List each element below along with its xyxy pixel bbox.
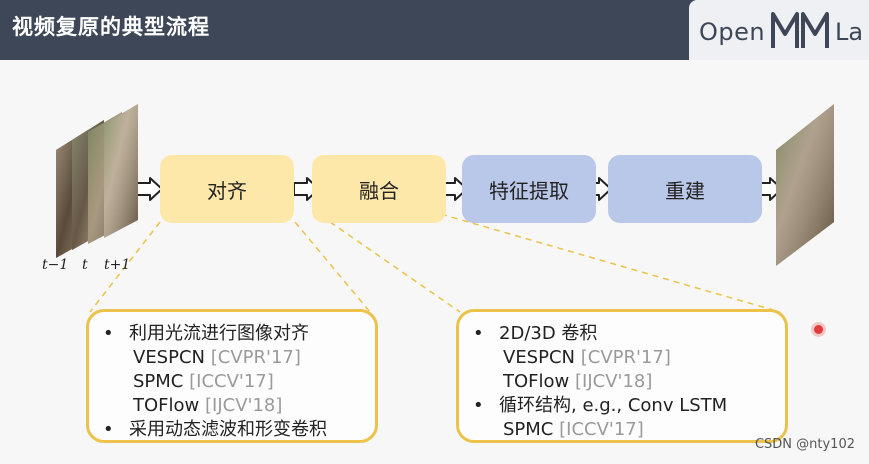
openmmlab-logo: Open La: [689, 0, 869, 60]
ref-citation: [IJCV'18]: [575, 371, 653, 392]
fuse-note-item2: • 循环结构, e.g., Conv LSTM: [473, 394, 771, 418]
reconstruct-stage-box: 重建: [608, 155, 762, 223]
align-note-item2-text: 采用动态滤波和形变卷积: [129, 419, 327, 440]
bullet-icon: •: [103, 419, 114, 440]
logo-text-lab: La: [835, 18, 864, 46]
fuse-methods-note: • 2D/3D 卷积 VESPCN [CVPR'17] TOFlow [IJCV'…: [456, 309, 788, 443]
bullet-icon: •: [473, 323, 484, 344]
fuse-note-ref1: VESPCN [CVPR'17]: [473, 346, 771, 370]
align-note-item1: • 利用光流进行图像对齐: [103, 322, 361, 346]
align-note-connector-right: [294, 221, 371, 313]
ref-citation: [CVPR'17]: [210, 347, 301, 368]
slide-header: 视频复原的典型流程 Open La: [0, 0, 869, 60]
input-frames: [56, 104, 138, 258]
align-note-ref2: SPMC [ICCV'17]: [103, 370, 361, 394]
fuse-note-item1: • 2D/3D 卷积: [473, 322, 771, 346]
fuse-note-item1-text: 2D/3D 卷积: [499, 323, 598, 344]
fuse-note-ref3: SPMC [ICCV'17]: [473, 418, 771, 442]
time-label-next: t+1: [104, 257, 131, 273]
fuse-note-connector-left: [329, 221, 461, 313]
ref-name: SPMC: [133, 371, 184, 392]
fuse-stage-box: 融合: [312, 155, 446, 223]
align-note-connector-left: [89, 221, 161, 313]
align-methods-note: • 利用光流进行图像对齐 VESPCN [CVPR'17] SPMC [ICCV'…: [86, 309, 378, 443]
time-label-prev: t−1: [42, 257, 69, 273]
ref-name: VESPCN: [503, 347, 575, 368]
ref-name: SPMC: [503, 419, 554, 440]
watermark: CSDN @nty102: [754, 437, 855, 452]
time-label-cur: t: [82, 257, 88, 273]
bullet-icon: •: [103, 323, 114, 344]
mm-logo-icon: [771, 12, 829, 48]
fuse-note-connector-right: [419, 207, 781, 313]
ref-name: TOFlow: [133, 395, 200, 416]
align-note-ref3: TOFlow [IJCV'18]: [103, 394, 361, 418]
align-stage-box: 对齐: [160, 155, 294, 223]
slide-title: 视频复原的典型流程: [12, 15, 210, 39]
align-note-item2: • 采用动态滤波和形变卷积: [103, 418, 361, 442]
fuse-note-item2-text: 循环结构, e.g., Conv LSTM: [499, 395, 728, 416]
feature-extract-stage-box: 特征提取: [462, 155, 596, 223]
laser-pointer-dot: [814, 325, 823, 334]
ref-name: TOFlow: [503, 371, 570, 392]
ref-citation: [ICCV'17]: [559, 419, 644, 440]
logo-text-open: Open: [699, 18, 766, 46]
ref-citation: [CVPR'17]: [580, 347, 671, 368]
ref-name: VESPCN: [133, 347, 205, 368]
align-note-ref1: VESPCN [CVPR'17]: [103, 346, 361, 370]
ref-citation: [ICCV'17]: [189, 371, 274, 392]
align-note-item1-text: 利用光流进行图像对齐: [129, 323, 309, 344]
ref-citation: [IJCV'18]: [205, 395, 283, 416]
bullet-icon: •: [473, 395, 484, 416]
fuse-note-ref2: TOFlow [IJCV'18]: [473, 370, 771, 394]
output-frame: [776, 104, 834, 266]
arrow-input-to-align: [136, 177, 163, 201]
